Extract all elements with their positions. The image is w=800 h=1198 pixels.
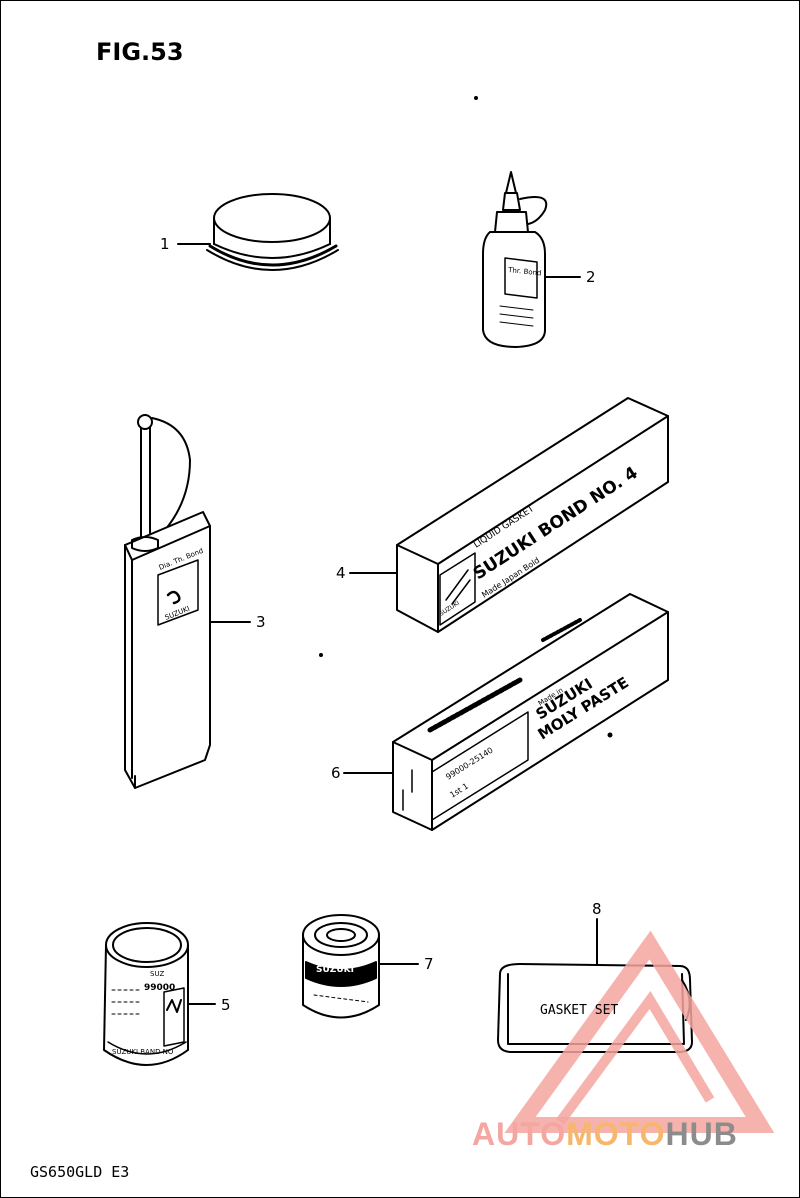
moly-box-quantity: 1st 1 — [448, 781, 470, 799]
callout-8: 8 — [592, 900, 602, 918]
moly-box-part-number: 99000-25140 — [444, 746, 494, 782]
watermark-text: AUTOMOTOHUB — [472, 1116, 738, 1153]
speck — [607, 732, 613, 738]
watermark-logo-triangle — [504, 930, 775, 1133]
item-1-grease-tin — [206, 193, 339, 271]
speck — [474, 96, 478, 100]
item-7-small-can — [302, 914, 380, 1019]
callout-1: 1 — [160, 235, 170, 253]
callout-4: 4 — [336, 564, 346, 582]
callout-7: 7 — [424, 955, 434, 973]
can-7-label: SUZUKI — [316, 965, 354, 975]
item-3-oil-can — [124, 414, 211, 789]
oil-can-logo: SUZUKI — [164, 605, 191, 622]
callout-2: 2 — [586, 268, 596, 286]
watermark-part-c: HUB — [665, 1116, 738, 1152]
item-5-bond-can — [103, 922, 189, 1066]
speck — [319, 653, 323, 657]
can-5-label-a: SUZ — [150, 970, 164, 978]
figure-title: FIG.53 — [96, 38, 184, 66]
callout-5: 5 — [221, 996, 231, 1014]
callout-3: 3 — [256, 613, 266, 631]
item-6-moly-paste-box — [392, 593, 669, 831]
watermark-part-a: AUTO — [472, 1116, 567, 1152]
item-4-bond-box — [396, 397, 669, 633]
bottle-label: Thr. Bond — [507, 266, 542, 278]
can-5-label-c: SUZUKI BAND NO — [112, 1048, 174, 1056]
can-5-label-b: 99000 — [144, 983, 175, 993]
bond-box-logo-text: SUZUKI — [438, 600, 461, 618]
model-code: GS650GLD E3 — [30, 1163, 130, 1181]
watermark-part-b: MOTO — [566, 1116, 666, 1152]
gasket-set-label: GASKET SET — [540, 1003, 618, 1018]
item-2-thread-lock-bottle — [482, 171, 548, 348]
callout-6: 6 — [331, 764, 341, 782]
